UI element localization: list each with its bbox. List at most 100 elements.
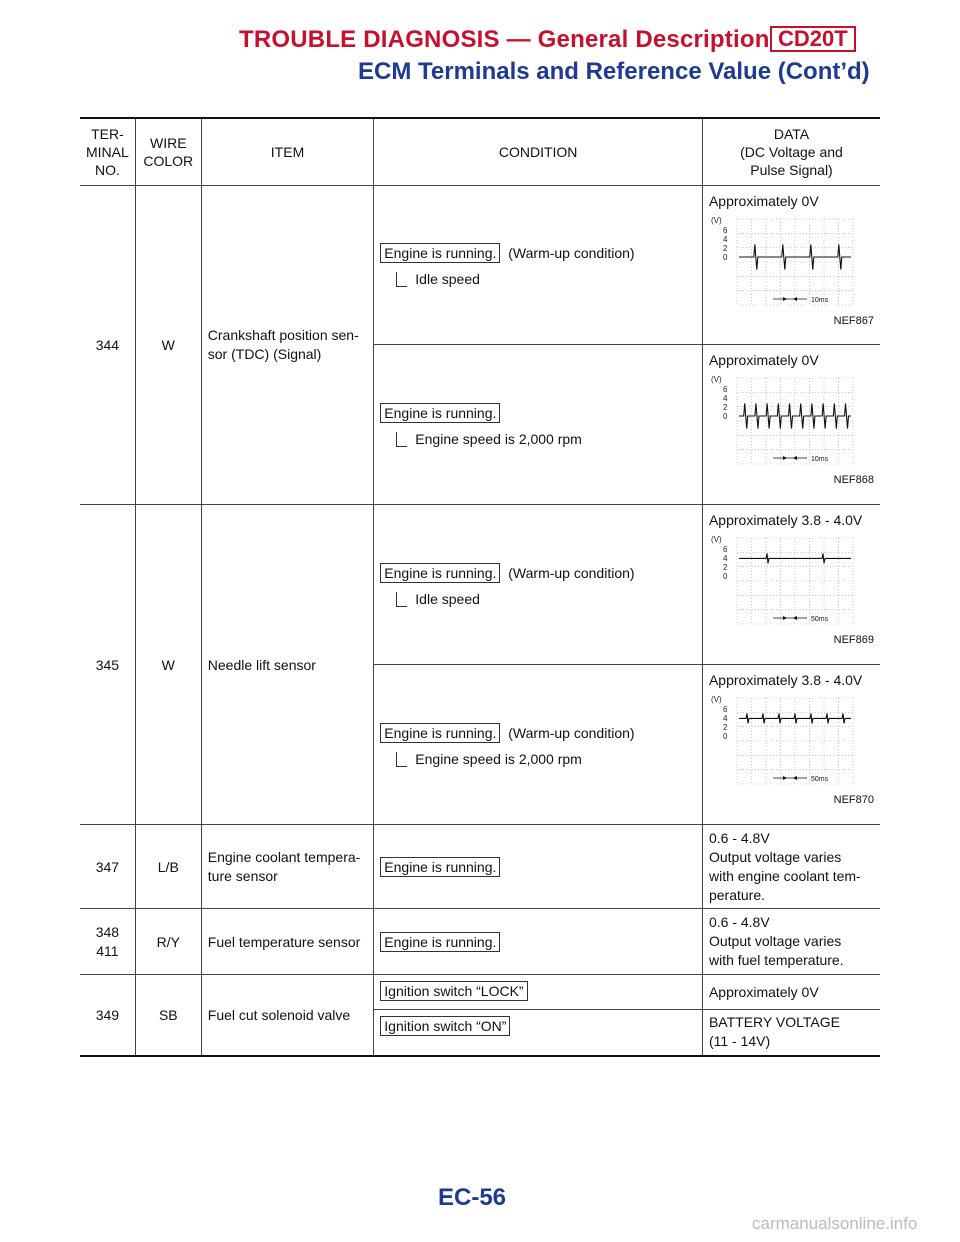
table-row: 344 W Crankshaft position sen- sor (TDC)… [80,185,880,505]
table-row: 349 SB Fuel cut solenoid valve Ignition … [80,974,880,1056]
page-subtitle: ECM Terminals and Reference Value (Cont’… [358,58,870,85]
wire-color: W [134,185,202,505]
page-number: EC-56 [438,1184,507,1211]
condition-sub: Engine speed is 2,000 rpm [415,430,582,447]
tick-label: 4 [723,714,728,723]
condition-sub: Idle speed [415,271,480,287]
data-value: Approximately 0V [708,193,819,209]
waveform-trace [738,403,851,429]
data-value: Approximately 3.8 - 4.0V [708,672,863,688]
tick-label: 6 [723,545,728,554]
tick-label: 6 [723,226,728,235]
condition-note: (Warm-up condition) [508,724,635,741]
tick-label: 2 [723,244,728,253]
table-row: Ignition switch “ON” BATTERY VOLTAGE (11… [80,1009,880,1056]
figure-ref: NEF869 [833,634,874,646]
item-name: Engine coolant tempera- ture sensor [200,824,375,909]
col-condition: CONDITION [373,117,703,186]
condition-box: Engine is running. [380,243,501,263]
data-value: Approximately 3.8 - 4.0V [708,512,863,528]
terminal-no: 344 [80,185,136,505]
table-row: 348 411 R/Y Fuel temperature sensor Engi… [80,908,880,975]
condition-box: Ignition switch “ON” [380,1016,511,1036]
table-row: Engine is running. Engine speed is 2,000… [80,344,880,505]
branch-icon [396,591,408,607]
item-name: Fuel cut solenoid valve [200,974,375,1056]
unit-label: (V) [711,535,722,544]
condition-cell: Engine is running. [373,908,703,975]
branch-icon [396,751,408,767]
waveform-trace [738,553,851,564]
condition-sub: Idle speed [415,590,480,607]
waveform-trace [738,244,851,270]
arrow-icon [782,616,797,620]
wire-color: L/B [134,824,202,909]
unit-label: (V) [711,216,722,225]
waveform-trace [738,713,851,724]
tick-label: 0 [723,253,728,262]
condition-cell: Engine is running. (Warm-up condition) E… [373,664,703,825]
table-row: 347 L/B Engine coolant tempera- ture sen… [80,824,880,909]
data-value: BATTERY VOLTAGE (11 - 14V) [701,1009,880,1056]
condition-box: Engine is running. [380,856,501,877]
condition-cell: Ignition switch “LOCK” [373,974,703,1010]
col-terminal: TER- MINAL NO. [80,117,136,186]
condition-cell: Engine is running. [373,824,703,909]
watermark: carmanualsonline.info [752,1214,918,1233]
arrow-icon [782,297,797,301]
figure-ref: NEF868 [833,474,874,486]
col-wire: WIRE COLOR [134,117,202,186]
data-value: Approximately 0V [708,352,819,368]
tick-label: 2 [723,723,728,732]
branch-icon [396,431,408,447]
condition-cell: Engine is running. (Warm-up condition) I… [373,185,703,345]
tick-label: 0 [723,732,728,741]
wire-color: SB [134,974,202,1056]
branch-icon [396,272,408,287]
tick-label: 0 [723,572,728,581]
data-value: 0.6 - 4.8V Output voltage varies with fu… [701,908,880,975]
item-name: Fuel temperature sensor [200,908,375,975]
data-value: 0.6 - 4.8V Output voltage varies with en… [701,824,880,909]
condition-cell: Ignition switch “ON” [373,1009,703,1056]
tick-label: 6 [723,385,728,394]
table-row: Engine is running. (Warm-up condition) E… [80,664,880,825]
terminal-no: 345 [80,504,136,825]
terminal-no: 348 411 [80,908,136,975]
condition-cell: Engine is running. (Warm-up condition) I… [373,504,703,665]
tick-label: 4 [723,394,728,403]
condition-box: Engine is running. [380,562,501,583]
condition-cell: Engine is running. Engine speed is 2,000… [373,344,703,505]
condition-box: Engine is running. [380,402,501,423]
unit-label: (V) [711,375,722,384]
item-name: Crankshaft position sen- sor (TDC) (Sign… [200,185,375,505]
time-division-label: 50ms [811,616,829,623]
ecm-terminal-table: TER- MINAL NO. WIRE COLOR ITEM CONDITION… [80,117,880,1057]
condition-note: (Warm-up condition) [508,564,635,581]
tick-label: 2 [723,563,728,572]
tick-label: 0 [723,412,728,421]
table-row: 345 W Needle lift sensor Engine is runni… [80,504,880,825]
terminal-no: 349 [80,974,136,1056]
time-division-label: 50ms [811,776,829,783]
tick-label: 6 [723,705,728,714]
data-value: Approximately 0V [701,974,880,1010]
model-badge: CD20T [770,26,856,52]
tick-label: 4 [723,235,728,244]
col-item: ITEM [200,117,375,186]
time-division-label: 10ms [811,456,829,463]
tick-label: 2 [723,403,728,412]
item-name: Needle lift sensor [200,504,375,825]
condition-box: Engine is running. [380,722,501,743]
table-header-row: TER- MINAL NO. WIRE COLOR ITEM CONDITION… [80,117,880,186]
terminal-no: 347 [80,824,136,909]
condition-box: Engine is running. [380,931,501,952]
time-division-label: 10ms [811,297,829,304]
